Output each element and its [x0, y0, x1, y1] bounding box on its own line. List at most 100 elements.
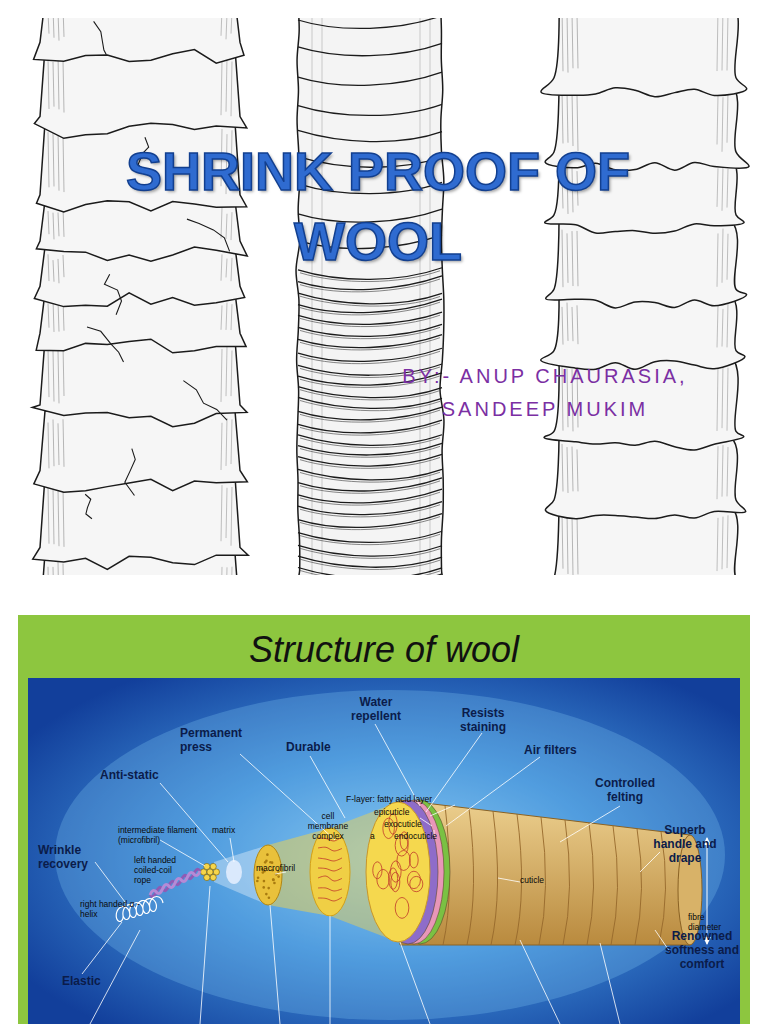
- shade-line: [722, 309, 723, 347]
- microfibril-dot: [272, 879, 275, 882]
- fibre-ring: [300, 327, 440, 338]
- fibre-ring: [298, 104, 442, 115]
- part-label: macrofibril: [256, 864, 316, 874]
- shade-line: [63, 255, 64, 277]
- shade-line: [567, 92, 568, 143]
- shade-line: [48, 254, 49, 281]
- fibre-ring: [298, 420, 442, 433]
- property-label: Superb handle and drape: [648, 824, 722, 865]
- shade-line: [727, 234, 728, 280]
- shade-line: [727, 447, 728, 496]
- shade-line: [226, 18, 227, 39]
- scale-crack: [85, 494, 92, 518]
- fibre-ring: [300, 481, 440, 493]
- shade-line: [567, 18, 568, 73]
- shade-line: [48, 58, 49, 109]
- shade-line: [231, 304, 232, 330]
- shade-line: [221, 18, 222, 36]
- fibre-ring: [298, 435, 442, 446]
- shade-line: [717, 96, 718, 145]
- leader-line: [160, 783, 228, 862]
- shade-line: [717, 446, 718, 499]
- microfibril-dot: [257, 876, 260, 879]
- layer-label: F-layer: fatty acid layer: [346, 795, 476, 805]
- shade-line: [63, 564, 64, 575]
- cortical-cell: [391, 861, 402, 882]
- scale-crack: [87, 327, 124, 362]
- leader-line: [200, 886, 210, 1024]
- shade-line: [722, 363, 723, 428]
- shade-line: [572, 92, 573, 146]
- cortical-cell: [397, 850, 410, 870]
- part-label: intermediate filament (microfibril): [118, 826, 208, 846]
- fibre-ring: [300, 351, 440, 363]
- property-label: Air filters: [524, 744, 604, 758]
- shade-line: [226, 567, 227, 575]
- leader-line: [230, 838, 234, 862]
- shade-line: [727, 515, 728, 568]
- fibre-ring: [298, 312, 442, 324]
- shade-line: [226, 488, 227, 538]
- shade-line: [53, 62, 54, 107]
- property-label: Water repellent: [342, 696, 410, 724]
- shade-line: [577, 231, 578, 286]
- shade-line: [567, 447, 568, 493]
- leader-line: [330, 916, 331, 1024]
- fibre-ring: [298, 407, 442, 420]
- shade-line: [722, 97, 723, 152]
- fibre-ring: [300, 279, 440, 292]
- shade-line: [231, 567, 232, 575]
- shade-line: [48, 303, 49, 327]
- property-label: Durable: [286, 741, 346, 755]
- shade-line: [58, 18, 59, 41]
- shade-line: [221, 305, 222, 329]
- shade-line: [722, 517, 723, 570]
- shade-line: [48, 211, 49, 234]
- shade-line: [221, 61, 222, 116]
- fibre-ring: [298, 299, 442, 312]
- shade-line: [48, 132, 49, 187]
- shade-line: [53, 487, 54, 544]
- scale-crack: [125, 449, 135, 496]
- microfibril-bundle: [204, 863, 210, 869]
- shade-line: [717, 518, 718, 571]
- shade-line: [58, 423, 59, 465]
- leader-line: [498, 878, 520, 882]
- shade-line: [221, 423, 222, 470]
- shade-line: [572, 515, 573, 575]
- leader-line: [400, 942, 430, 1024]
- shade-line: [722, 166, 723, 210]
- shade-line: [231, 419, 232, 464]
- fibre-ring: [298, 335, 442, 348]
- shade-line: [562, 444, 563, 492]
- leader-line: [270, 905, 280, 1024]
- shade-line: [562, 307, 563, 345]
- fibre-ring: [298, 43, 442, 55]
- shade-line: [727, 18, 728, 70]
- leader-line: [640, 852, 660, 872]
- cuticle-scale-edge: [635, 829, 642, 945]
- shade-line: [572, 231, 573, 286]
- shade-line: [48, 349, 49, 397]
- layer-label: a: [370, 832, 382, 842]
- membrane-line: [318, 876, 342, 881]
- shade-line: [53, 213, 54, 240]
- shade-line: [53, 567, 54, 575]
- membrane-line: [318, 868, 342, 871]
- fibre-ring: [298, 469, 442, 480]
- microfibril-dot: [263, 880, 266, 883]
- layer-label: epicuticle: [374, 808, 434, 818]
- cortical-cell-large: [310, 828, 350, 916]
- property-label: Renowned softness and comfort: [660, 930, 744, 971]
- cuticle-scale-edge: [467, 808, 474, 945]
- shade-line: [717, 18, 718, 71]
- shade-line: [562, 91, 563, 143]
- shade-line: [48, 486, 49, 543]
- leader-line: [310, 756, 345, 818]
- cortical-cell: [407, 871, 420, 888]
- shade-line: [717, 366, 718, 431]
- shade-line: [727, 92, 728, 143]
- shade-line: [53, 132, 54, 186]
- shade-line: [58, 132, 59, 191]
- fibre-ring: [298, 514, 442, 528]
